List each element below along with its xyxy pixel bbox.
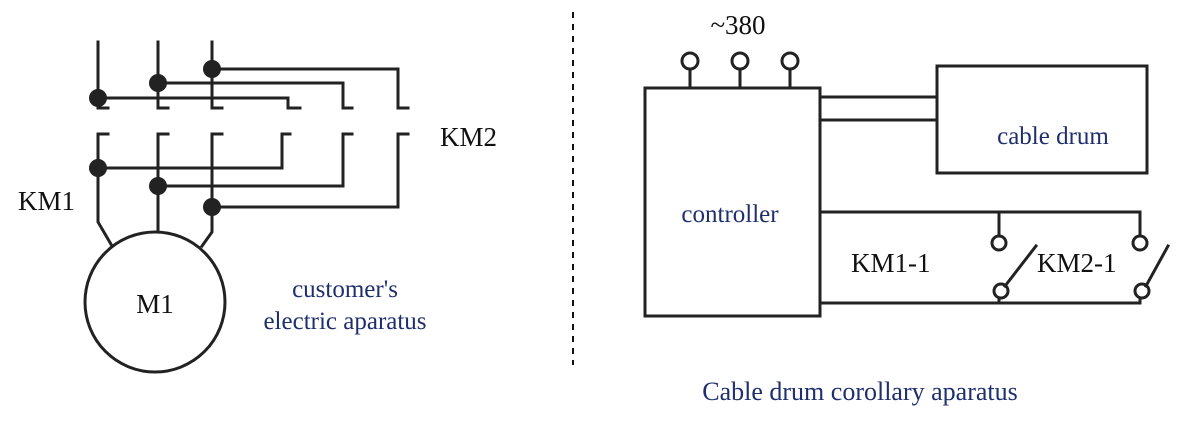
drum-apparatus-caption: Cable drum corollary aparatus bbox=[702, 377, 1018, 406]
km2-1-switch bbox=[1131, 234, 1171, 300]
cable-drum-box bbox=[935, 64, 1149, 175]
junction-dots bbox=[89, 60, 221, 216]
km1-1-label: KM1-1 bbox=[851, 248, 931, 278]
supply-voltage-label: ~380 bbox=[710, 10, 765, 40]
supply-terminals bbox=[680, 51, 800, 90]
motor-label: M1 bbox=[136, 289, 174, 319]
km2-label: KM2 bbox=[440, 122, 497, 152]
customer-caption-line1: customer's bbox=[292, 276, 398, 303]
controller-label: controller bbox=[681, 201, 779, 228]
cable-drum-label: cable drum bbox=[997, 123, 1109, 150]
left-circuit: M1 KM1 KM2 customer's electric aparatus bbox=[18, 40, 497, 374]
km1-label: KM1 bbox=[18, 186, 75, 216]
km2-1-label: KM2-1 bbox=[1037, 248, 1117, 278]
km2-upper-wires bbox=[96, 67, 410, 110]
customer-caption-line2: electric aparatus bbox=[263, 308, 426, 335]
km2-contacts bbox=[280, 132, 410, 209]
km1-1-switch bbox=[990, 234, 1039, 300]
right-circuit: ~380 controller cable drum bbox=[643, 10, 1171, 406]
km2-lower-wires bbox=[96, 166, 400, 209]
drum-feed-wires bbox=[818, 95, 939, 122]
km1-contacts bbox=[96, 106, 224, 136]
controller-box bbox=[643, 86, 822, 318]
motor-m1 bbox=[83, 230, 227, 374]
